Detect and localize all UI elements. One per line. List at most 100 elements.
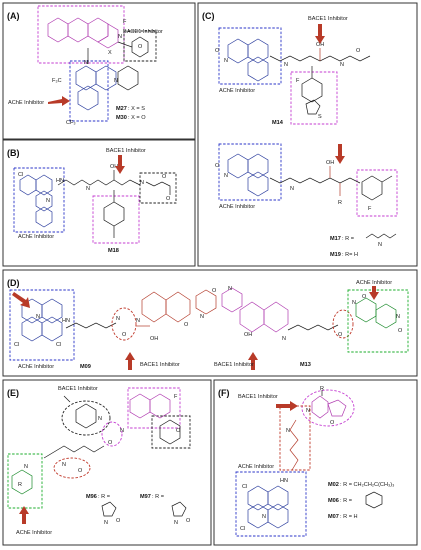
panel-b-atom-n3: N bbox=[140, 180, 144, 186]
panel-c-bace-box-1 bbox=[290, 71, 338, 125]
panel-d-compound-1-name: M09 bbox=[80, 364, 91, 370]
panel-a-bace-box bbox=[37, 5, 125, 64]
panel-b-label: (B) bbox=[7, 148, 20, 158]
panel-e-ache-arrow bbox=[19, 506, 29, 524]
panel-d-m09-atom-n4: N bbox=[200, 314, 204, 320]
panel-d: (D) N Cl Cl HN N O N OH O N O AChE Inhib… bbox=[2, 269, 418, 377]
panel-b-atom-o2: O bbox=[166, 196, 171, 202]
panel-d-ache-box-1 bbox=[9, 289, 75, 361]
panel-d-m13-atom-n3: N bbox=[352, 300, 356, 306]
panel-a-ache-ring-2 bbox=[95, 65, 117, 91]
panel-d-m09-macro-2 bbox=[165, 291, 191, 323]
panel-f-linker bbox=[289, 419, 299, 471]
panel-c-bace-box-2 bbox=[356, 169, 398, 217]
panel-a-ache-arrow bbox=[48, 96, 70, 106]
panel-d-m09-atom-cl1: Cl bbox=[14, 342, 19, 348]
panel-a-aux-box bbox=[123, 30, 157, 62]
panel-b-aux-chain bbox=[145, 181, 171, 195]
panel-d-m09-linker-ellipse bbox=[111, 307, 137, 341]
panel-d-m09-ring-4 bbox=[41, 316, 63, 342]
panel-a-atom-n: N bbox=[118, 34, 122, 40]
panel-c-ache-box-2 bbox=[218, 143, 282, 201]
panel-a-aux-bond bbox=[117, 41, 133, 48]
panel-c-ache-box-1 bbox=[218, 27, 282, 85]
panel-f-compound-2-desc: : R = bbox=[340, 498, 352, 504]
panel-c-compound-3-name: M19 bbox=[330, 252, 341, 258]
panel-a-frame bbox=[2, 2, 196, 140]
panel-c-m17-rgroup-n: N bbox=[378, 242, 382, 248]
panel-c-m14-atom-n2: N bbox=[284, 62, 288, 68]
panel-c-m14-atom-o2: O bbox=[356, 48, 361, 54]
panel-e-linker bbox=[43, 445, 105, 459]
panel-c-compound-2-name: M17 bbox=[330, 236, 341, 242]
panel-c-m17-atom-oh: OH bbox=[326, 160, 334, 166]
panel-f-compound-3-name: M07 bbox=[328, 514, 339, 520]
panel-c-m17-atom-f: F bbox=[368, 206, 372, 212]
panel-d-m13-atom-n4: N bbox=[396, 314, 400, 320]
panel-d-m13-atom-oh: OH bbox=[244, 332, 252, 338]
panel-c-m17-alkyne bbox=[381, 175, 393, 183]
panel-b-bace-arrow bbox=[115, 155, 125, 174]
panel-d-m09-pyridone bbox=[195, 289, 217, 315]
panel-d-compound-2-name: M13 bbox=[300, 362, 311, 368]
panel-c-label: (C) bbox=[202, 11, 215, 21]
panel-e-m97-rgroup-n: N bbox=[174, 520, 178, 526]
panel-a: (A) F N O F₃C CF₃ N N X BACE1 Inhibitor … bbox=[2, 2, 196, 140]
panel-a-compound-1-desc: : X = S bbox=[128, 106, 145, 112]
panel-f-m06-rgroup-ring bbox=[365, 491, 383, 509]
panel-a-ache-label: AChE Inhibitor bbox=[8, 100, 44, 106]
panel-e-atom-o3: O bbox=[78, 468, 83, 474]
panel-c-m17-r-group bbox=[365, 233, 397, 239]
panel-e-compound-1-name: M96 bbox=[86, 494, 97, 500]
panel-d-m09-atom-cl2: Cl bbox=[56, 342, 61, 348]
panel-c-frame bbox=[197, 2, 418, 267]
panel-c-compound-1-name: M14 bbox=[272, 120, 284, 126]
panel-f-atom-hn: HN bbox=[280, 478, 288, 484]
panel-e-m97-rgroup-o: O bbox=[186, 518, 191, 524]
panel-f-compound-1-name: M02 bbox=[328, 482, 339, 488]
panel-b-atom-oh: OH bbox=[110, 164, 118, 170]
panel-c-m14-thiazole bbox=[305, 99, 321, 115]
panel-a-atom-n2: N bbox=[84, 60, 88, 66]
panel-c-m17-linker bbox=[269, 177, 361, 184]
panel-e-bace-label: BACE1 Inhibitor bbox=[58, 386, 98, 392]
panel-b-ache-box bbox=[13, 167, 65, 233]
panel-b-ring-3 bbox=[35, 190, 53, 212]
panel-e-m96-rgroup-n: N bbox=[104, 520, 108, 526]
panel-c-m14-atom-s: S bbox=[318, 114, 322, 120]
panel-d-ache-arrow-2 bbox=[369, 286, 379, 300]
panel-f-compound-3-desc: : R = H bbox=[340, 514, 358, 520]
panel-d-m09-atom-o: O bbox=[122, 332, 127, 338]
panel-d-bace-arrow-1 bbox=[125, 352, 135, 370]
panel-e-m96-rgroup-ring bbox=[101, 501, 117, 517]
panel-b-atom-cl: Cl bbox=[18, 172, 23, 178]
panel-e-atom-n4: N bbox=[24, 464, 28, 470]
panel-c-compound-3-desc: : R= H bbox=[342, 252, 358, 258]
panel-e-m96-rgroup-o: O bbox=[116, 518, 121, 524]
panel-e-compound-2-name: M97 bbox=[140, 494, 151, 500]
panel-b-atom-o1: O bbox=[162, 174, 167, 180]
panel-d-ache-label-1: AChE Inhibitor bbox=[18, 364, 54, 370]
panel-d-m09-ring-2 bbox=[41, 298, 63, 324]
panel-a-label: (A) bbox=[7, 11, 20, 21]
panel-d-m13-atom-n2: N bbox=[282, 336, 286, 342]
panel-e-aux-ellipse bbox=[61, 400, 111, 436]
panel-e-compound-2-desc: : R = bbox=[152, 494, 164, 500]
panel-e-aux-box bbox=[151, 415, 191, 449]
panel-a-atom-f3c: F₃C bbox=[52, 78, 62, 84]
panel-b-compound-name: M18 bbox=[108, 248, 119, 254]
panel-e-atom-n2: N bbox=[120, 428, 124, 434]
panel-a-bace-label: BACE1 Inhibitor bbox=[123, 29, 163, 35]
panel-f-atom-n2: N bbox=[286, 428, 290, 434]
panel-d-m09-atom-hn: HN bbox=[62, 318, 70, 324]
panel-b-bace-box bbox=[92, 195, 140, 244]
panel-c-m17-atom-n2: N bbox=[290, 186, 294, 192]
panel-e-atom-o: O bbox=[108, 440, 113, 446]
panel-c-m17-atom-o: O bbox=[215, 163, 220, 169]
panel-a-compound-1-name: M27 bbox=[116, 106, 127, 112]
panel-f-label: (F) bbox=[218, 388, 230, 398]
panel-d-m13-lactam bbox=[375, 303, 397, 329]
panel-d-m09-linker bbox=[65, 322, 117, 329]
panel-a-compound-2-desc: : X = O bbox=[128, 115, 146, 121]
panel-d-m13-atom-o2: O bbox=[362, 294, 367, 300]
